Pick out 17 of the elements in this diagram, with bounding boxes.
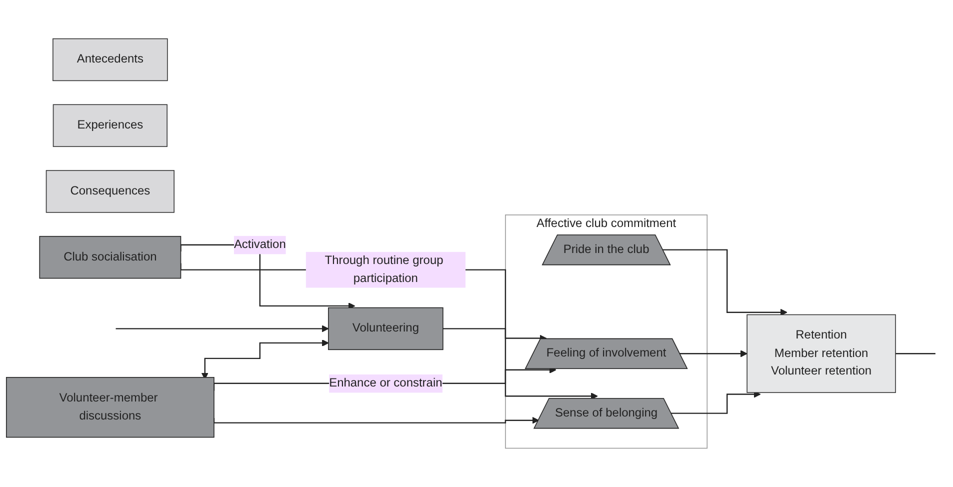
- connector: [894, 353, 936, 354]
- arrow: [670, 390, 761, 414]
- node-box: Retention Member retention Volunteer retention: [746, 314, 896, 393]
- node-box: Volunteering: [328, 307, 444, 350]
- arrow: [679, 350, 748, 358]
- edge-label: Through routine group participation: [324, 253, 444, 285]
- arrow: [442, 328, 547, 342]
- node-box: Experiences: [52, 104, 168, 147]
- node-box: Club socialisation: [39, 236, 182, 279]
- arrow: [213, 416, 540, 424]
- node-box: Volunteer-member discussions: [6, 377, 214, 438]
- node-box: Consequences: [46, 170, 174, 213]
- arrow: [662, 249, 788, 316]
- edge-label: Enhance or constrain: [329, 376, 442, 390]
- edge-label: Activation: [234, 237, 286, 252]
- arrow: [115, 325, 329, 332]
- node-box: Antecedents: [52, 38, 168, 82]
